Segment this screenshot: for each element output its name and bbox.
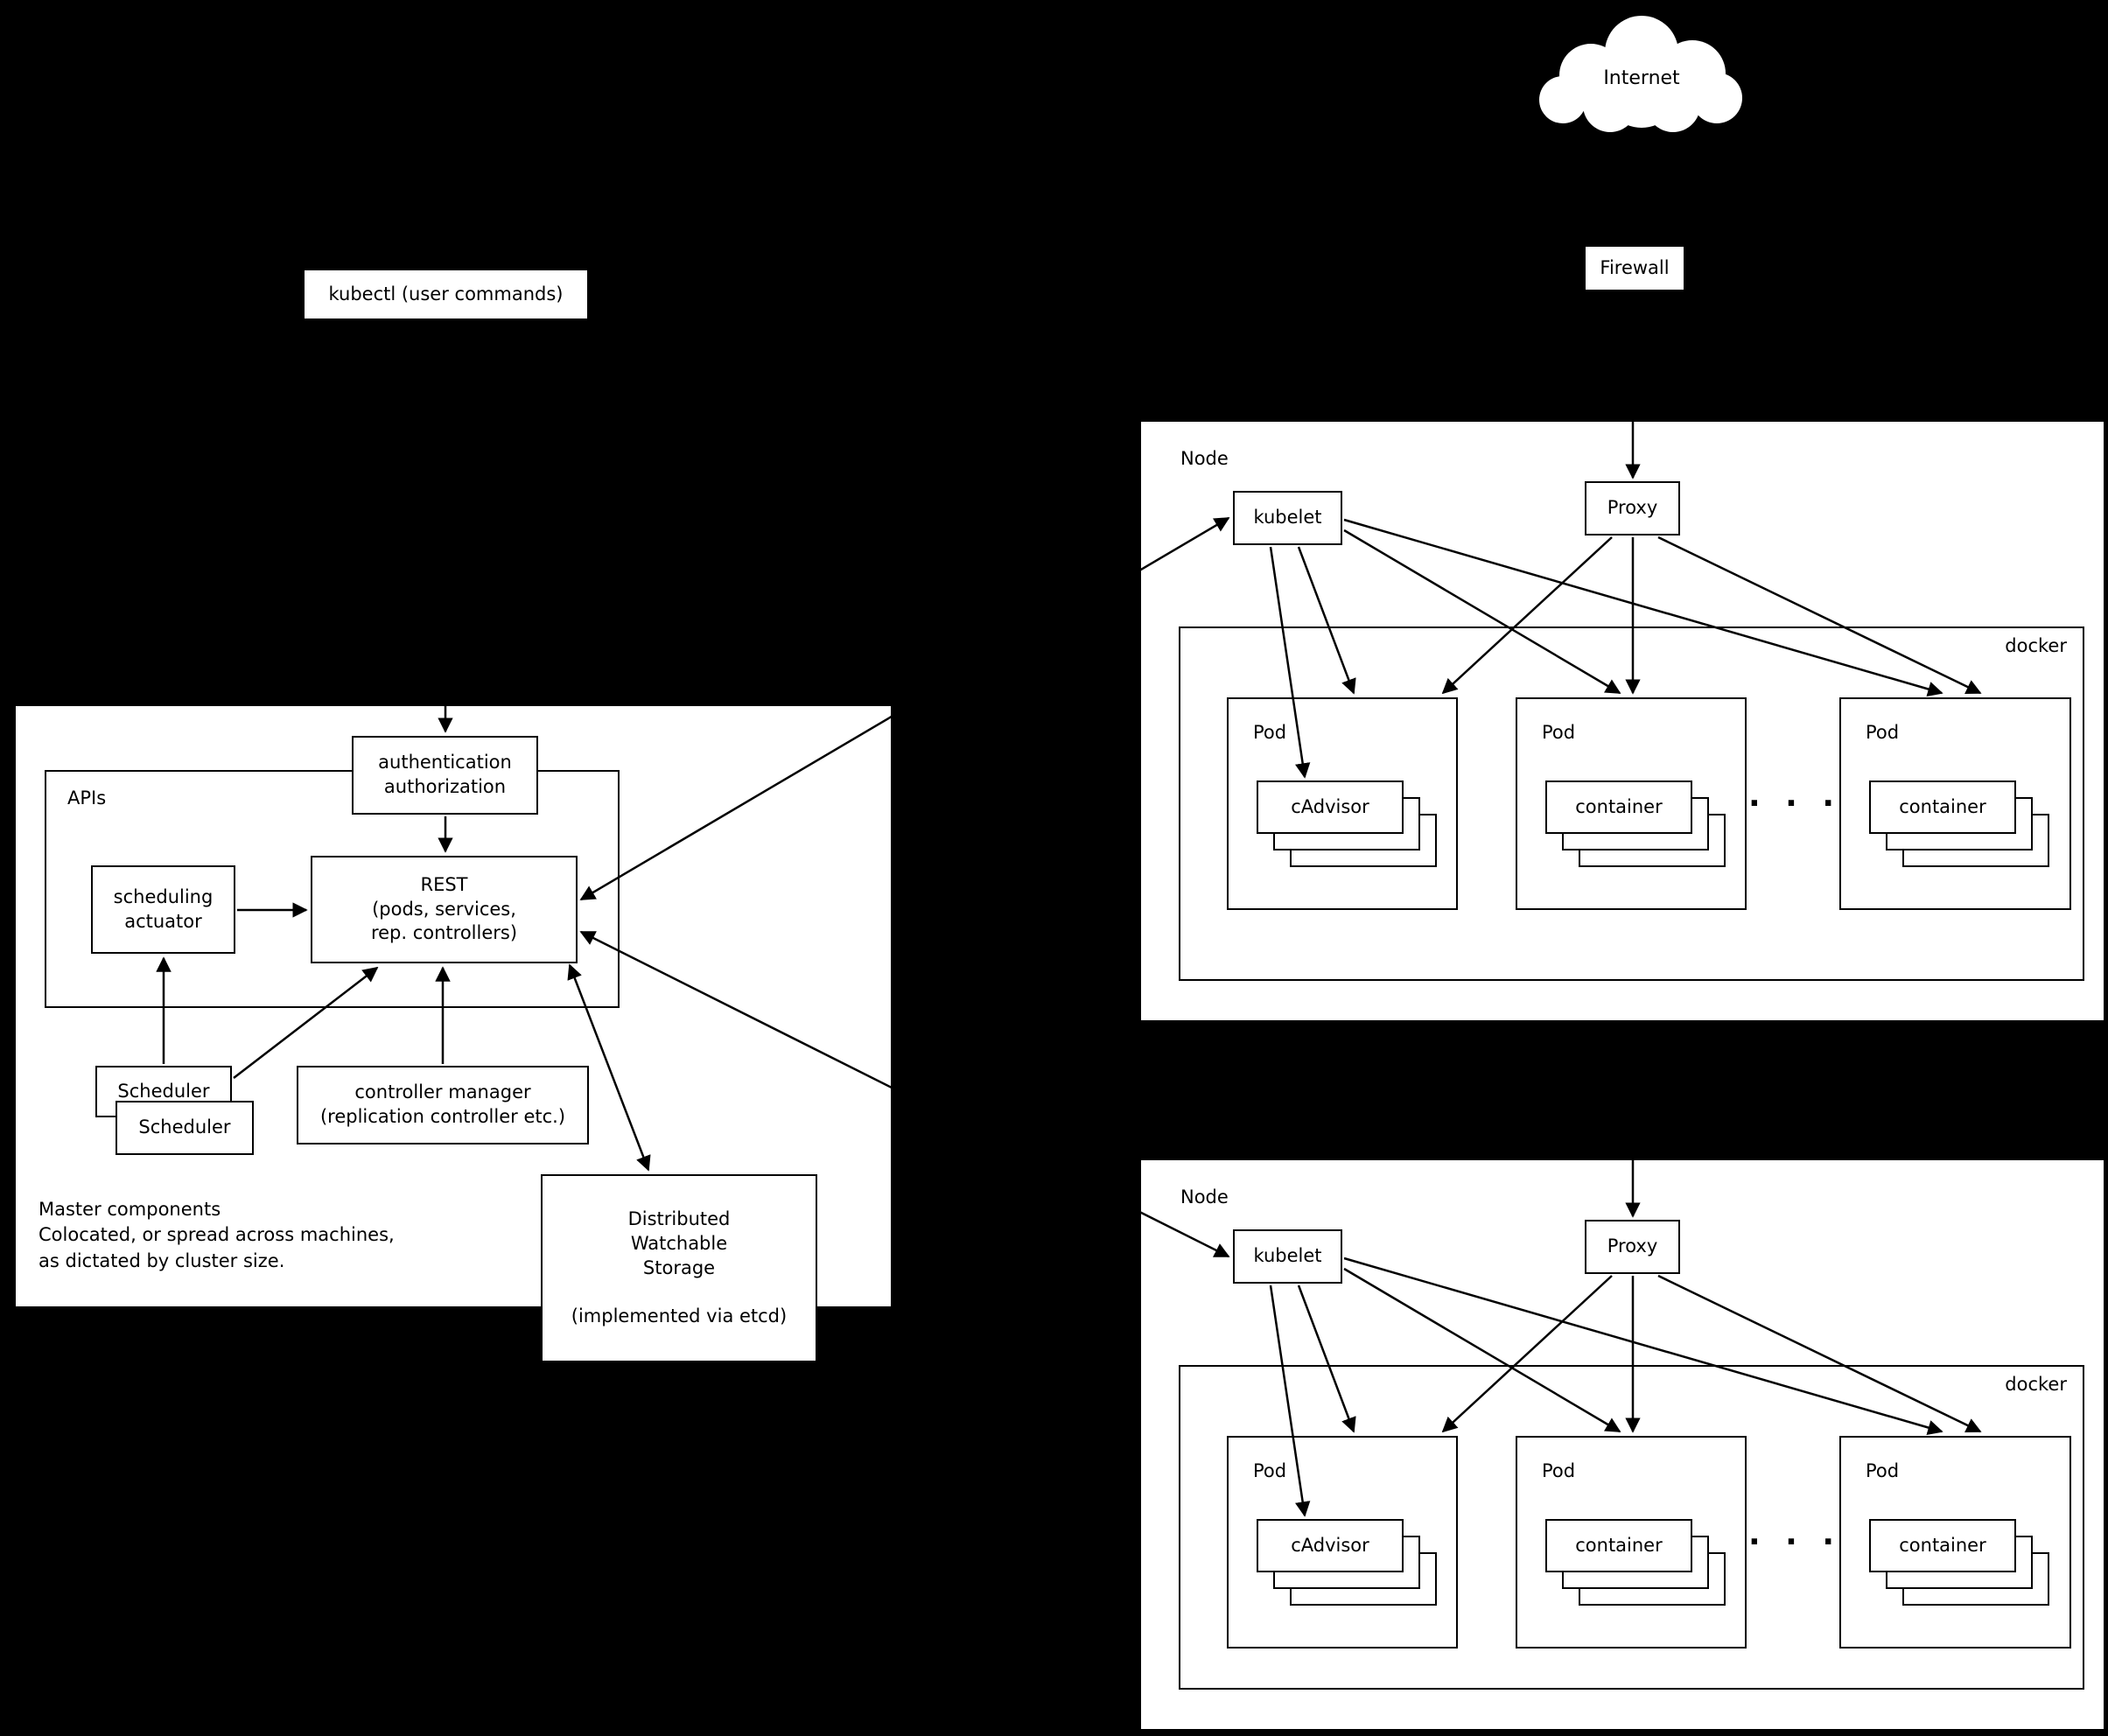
authentication-authorization-box: authentication authorization bbox=[352, 736, 538, 815]
authentication-authorization-label: authentication authorization bbox=[378, 752, 512, 797]
proxy-box-1: Proxy bbox=[1585, 481, 1680, 536]
kubectl-label: kubectl (user commands) bbox=[328, 283, 564, 304]
scheduling-actuator-box: scheduling actuator bbox=[91, 865, 235, 954]
distributed-watchable-storage-label: Distributed Watchable Storage (implement… bbox=[571, 1208, 788, 1327]
pods-ellipsis-1: · · · bbox=[1747, 786, 1842, 822]
scheduler-box-lower: Scheduler bbox=[116, 1101, 254, 1155]
cloud-puff bbox=[1646, 78, 1700, 132]
rest-api-box: REST (pods, services, rep. controllers) bbox=[311, 856, 578, 963]
distributed-watchable-storage-box: Distributed Watchable Storage (implement… bbox=[541, 1174, 817, 1362]
cloud-puff bbox=[1539, 76, 1586, 123]
node-2-label: Node bbox=[1180, 1186, 1229, 1208]
cadvisor-box-1: cAdvisor bbox=[1257, 780, 1404, 834]
cloud-puff bbox=[1605, 16, 1678, 89]
cadvisor-label-1: cAdvisor bbox=[1291, 795, 1369, 817]
pod-label-1-1: Pod bbox=[1253, 722, 1287, 743]
cadvisor-label-2: cAdvisor bbox=[1291, 1534, 1369, 1556]
kubelet-box-2: kubelet bbox=[1233, 1229, 1342, 1284]
cloud-puff bbox=[1559, 44, 1622, 107]
cloud-puff bbox=[1603, 51, 1680, 128]
container-box-2-3: container bbox=[1869, 1519, 2016, 1572]
container-label-2-2: container bbox=[1575, 1534, 1663, 1556]
cloud-puff bbox=[1691, 73, 1742, 123]
docker-label-2: docker bbox=[2005, 1374, 2067, 1395]
cadvisor-box-2: cAdvisor bbox=[1257, 1519, 1404, 1572]
scheduler-label-lower: Scheduler bbox=[138, 1116, 231, 1138]
kubelet-label-1: kubelet bbox=[1253, 507, 1322, 528]
cloud-puff bbox=[1583, 78, 1637, 132]
controller-manager-label: controller manager (replication controll… bbox=[319, 1082, 566, 1127]
docker-label-1: docker bbox=[2005, 635, 2067, 656]
container-label-1-3: container bbox=[1899, 795, 1986, 817]
cloud-puff bbox=[1659, 40, 1726, 107]
container-box-1-2: container bbox=[1545, 780, 1692, 834]
kubectl-box: kubectl (user commands) bbox=[303, 269, 589, 320]
pod-label-1-3: Pod bbox=[1866, 722, 1900, 743]
internet-label: Internet bbox=[1603, 67, 1680, 89]
firewall-box: Firewall bbox=[1584, 245, 1685, 291]
internet-cloud: Internet bbox=[1539, 16, 1742, 132]
scheduling-actuator-label: scheduling actuator bbox=[113, 886, 214, 932]
proxy-label-2: Proxy bbox=[1607, 1236, 1658, 1257]
container-label-1-2: container bbox=[1575, 795, 1663, 817]
proxy-box-2: Proxy bbox=[1585, 1220, 1680, 1274]
apis-label: APIs bbox=[67, 788, 107, 808]
kubelet-label-2: kubelet bbox=[1253, 1245, 1322, 1267]
pod-label-2-1: Pod bbox=[1253, 1460, 1287, 1481]
scheduler-label-upper: Scheduler bbox=[117, 1080, 210, 1102]
pod-label-2-3: Pod bbox=[1866, 1460, 1900, 1481]
master-components-note: Master components Colocated, or spread a… bbox=[39, 1199, 395, 1271]
container-box-2-2: container bbox=[1545, 1519, 1692, 1572]
kubelet-box-1: kubelet bbox=[1233, 491, 1342, 545]
pod-label-2-2: Pod bbox=[1542, 1460, 1576, 1481]
pod-label-1-2: Pod bbox=[1542, 722, 1576, 743]
container-label-2-3: container bbox=[1899, 1534, 1986, 1556]
rest-api-label: REST (pods, services, rep. controllers) bbox=[370, 873, 518, 944]
controller-manager-box: controller manager (replication controll… bbox=[297, 1066, 589, 1144]
proxy-label-1: Proxy bbox=[1607, 497, 1658, 519]
firewall-label: Firewall bbox=[1600, 256, 1670, 278]
pods-ellipsis-2: · · · bbox=[1747, 1524, 1842, 1560]
node-1-label: Node bbox=[1180, 448, 1229, 469]
container-box-1-3: container bbox=[1869, 780, 2016, 834]
